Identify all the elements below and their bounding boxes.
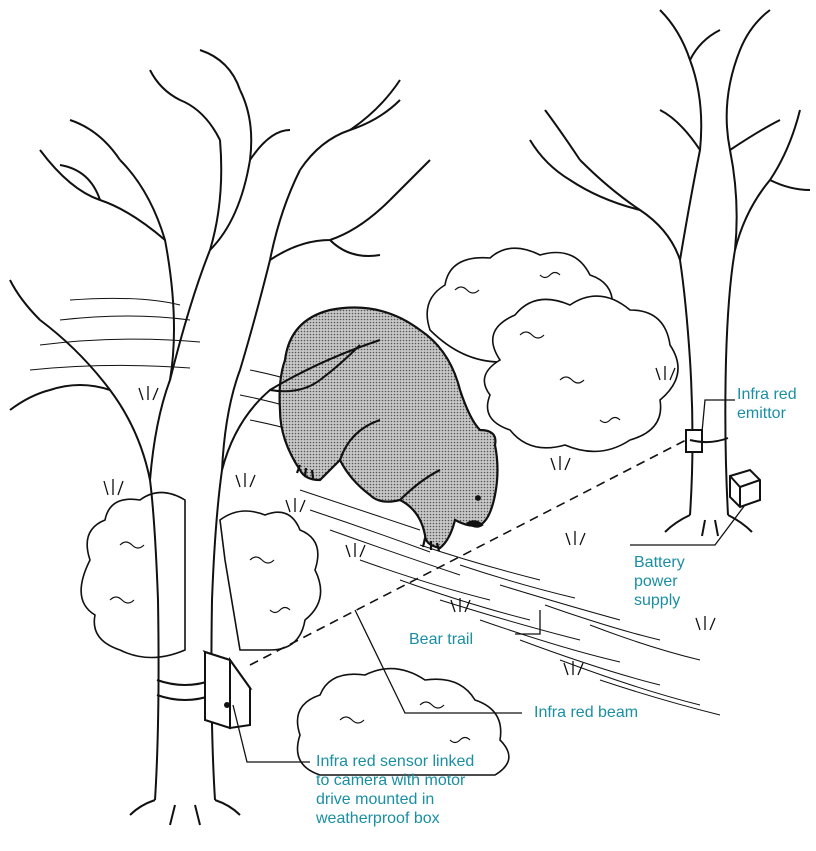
- sensor-label-line-4: weatherproof box: [316, 809, 474, 828]
- infra-red-emitter-label: Infra red emittor: [737, 385, 797, 423]
- bear-trail-label: Bear trail: [409, 630, 473, 649]
- infra-red-sensor-label: Infra red sensor linked to camera with m…: [316, 752, 474, 828]
- battery-box: [730, 470, 760, 507]
- sensor-label-line-3: drive mounted in: [316, 790, 474, 809]
- emitter-label-line-1: Infra red: [737, 385, 797, 404]
- battery-label-line-3: supply: [634, 591, 685, 610]
- emitter-label-line-2: emittor: [737, 404, 797, 423]
- battery-power-supply-label: Battery power supply: [634, 553, 685, 610]
- battery-label-line-2: power: [634, 572, 685, 591]
- battery-label-line-1: Battery: [634, 553, 685, 572]
- sensor-box: [205, 652, 250, 728]
- sensor-label-line-2: to camera with motor: [316, 771, 474, 790]
- sensor-label-line-1: Infra red sensor linked: [316, 752, 474, 771]
- infra-red-beam-label: Infra red beam: [534, 703, 638, 722]
